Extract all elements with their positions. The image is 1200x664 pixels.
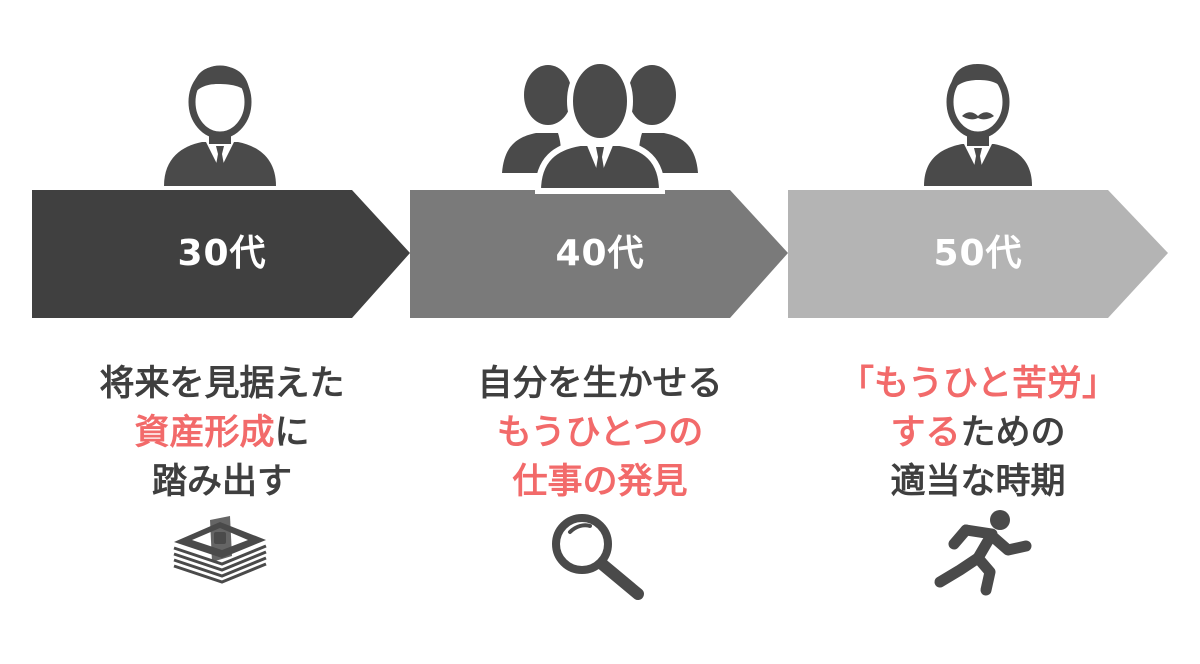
description-highlight: 資産形成 (134, 413, 275, 453)
description-line: するための (788, 409, 1168, 458)
arrow-30s (32, 190, 410, 318)
arrow-40s (410, 190, 788, 318)
description-text: 踏み出す (151, 462, 292, 502)
stage-description-40s: 自分を生かせる もうひとつの 仕事の発見 (410, 360, 790, 507)
description-line: 自分を生かせる (410, 360, 790, 409)
money-stack-icon (173, 516, 267, 584)
description-line: 適当な時期 (788, 458, 1168, 507)
magnifier-icon (552, 514, 644, 600)
description-text: ための (960, 413, 1066, 453)
team-icon (502, 58, 698, 194)
description-text: 自分を生かせる (477, 364, 723, 404)
description-line: 「もうひと苦労」 (788, 360, 1168, 409)
description-highlight: 仕事の発見 (512, 462, 688, 502)
runner-icon (934, 510, 1032, 596)
description-line: もうひとつの (410, 409, 790, 458)
description-text: に (274, 413, 310, 453)
mustache-man-icon (924, 64, 1032, 186)
stage-label-40s: 40代 (555, 233, 645, 274)
description-line: 資産形成に (32, 409, 412, 458)
stage-label-30s: 30代 (177, 233, 267, 274)
stage-description-30s: 将来を見据えた 資産形成に 踏み出す (32, 360, 412, 507)
arrow-50s (788, 190, 1168, 318)
description-highlight: する (890, 413, 961, 453)
description-text: 将来を見据えた (99, 364, 345, 404)
stage-label-50s: 50代 (933, 233, 1023, 274)
stage-description-50s: 「もうひと苦労」 するための 適当な時期 (788, 360, 1168, 507)
description-line: 踏み出す (32, 458, 412, 507)
description-highlight: もうひとつの (496, 413, 704, 453)
businessman-icon (164, 65, 276, 186)
description-line: 将来を見据えた (32, 360, 412, 409)
description-highlight: 「もうひと苦労」 (839, 364, 1117, 404)
description-line: 仕事の発見 (410, 458, 790, 507)
description-text: 適当な時期 (890, 462, 1066, 502)
